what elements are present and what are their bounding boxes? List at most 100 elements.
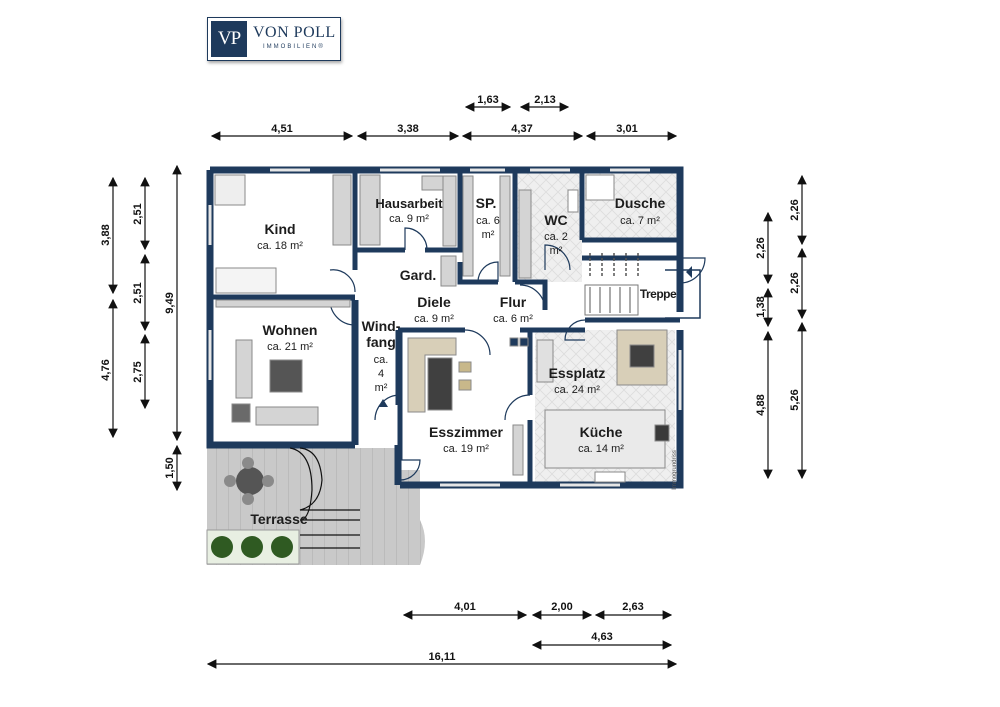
dim-label: 2,00 bbox=[551, 601, 572, 613]
shelf-sp-2 bbox=[499, 175, 511, 277]
windows bbox=[208, 168, 682, 487]
room-hausarbeit-area: ca. 9 m² bbox=[389, 213, 429, 225]
room-flur-name: Flur bbox=[500, 294, 527, 310]
kitchen-island bbox=[544, 409, 666, 469]
sofa-bottom bbox=[255, 406, 319, 426]
dim-label: 2,26 bbox=[789, 199, 801, 220]
sink bbox=[594, 471, 626, 483]
dim-label: 2,26 bbox=[755, 237, 767, 258]
sofa-left bbox=[235, 339, 253, 399]
armchair bbox=[231, 403, 251, 423]
dim-label: 4,01 bbox=[454, 601, 475, 613]
room-essplatz-name: Essplatz bbox=[549, 365, 606, 381]
terrace-details bbox=[206, 447, 360, 565]
dim-label: 2,51 bbox=[132, 282, 144, 303]
room-hausarbeit-name: Hausarbeit bbox=[375, 196, 443, 211]
dim-label: 4,76 bbox=[100, 359, 112, 380]
dim-label: 4,88 bbox=[755, 394, 767, 415]
room-kind-area: ca. 18 m² bbox=[257, 240, 303, 252]
dining-table bbox=[427, 357, 453, 411]
room-kueche-name: Küche bbox=[580, 424, 623, 440]
room-windfang-area-2: 4 bbox=[378, 368, 384, 380]
shelf-sp bbox=[462, 175, 474, 277]
room-windfang-area: ca. bbox=[374, 354, 389, 366]
plant-icon bbox=[271, 536, 293, 558]
chair bbox=[458, 361, 472, 373]
kitchen-counter bbox=[536, 339, 554, 383]
room-windfang-area-3: m² bbox=[375, 382, 388, 394]
room-kueche-area: ca. 14 m² bbox=[578, 443, 624, 455]
pillar bbox=[509, 337, 519, 347]
desk-kind bbox=[214, 174, 246, 206]
dim-label: 16,11 bbox=[429, 651, 456, 663]
dim-label: 1,63 bbox=[477, 94, 498, 106]
bed bbox=[215, 267, 277, 294]
dim-label: 3,88 bbox=[100, 224, 112, 245]
dim-label: 2,13 bbox=[534, 94, 555, 106]
room-windfang-name-2: fang bbox=[366, 334, 396, 350]
shelf-wohnen bbox=[215, 299, 351, 308]
room-essplatz-area: ca. 24 m² bbox=[554, 384, 600, 396]
room-gard-name: Gard. bbox=[400, 267, 437, 283]
wardrobe-kind bbox=[332, 174, 352, 246]
terrace-table bbox=[236, 467, 264, 495]
room-diele-area: ca. 9 m² bbox=[414, 313, 454, 325]
dim-label: 2,75 bbox=[132, 361, 144, 382]
dim-label: 5,26 bbox=[789, 389, 801, 410]
room-wohnen-area: ca. 21 m² bbox=[267, 341, 313, 353]
dim-label: 4,51 bbox=[271, 123, 292, 135]
watermark: Immogrundriss bbox=[672, 450, 678, 490]
logo-name: VON POLL bbox=[253, 24, 336, 41]
room-treppe-name: Treppe bbox=[640, 287, 677, 301]
room-flur-area: ca. 6 m² bbox=[493, 313, 533, 325]
entrance-arrow-icon bbox=[686, 266, 692, 278]
room-wc-area: ca. 2 bbox=[544, 231, 568, 243]
room-wc-area-unit: m² bbox=[550, 245, 563, 257]
dim-label: 1,38 bbox=[755, 296, 767, 317]
room-kind-name: Kind bbox=[264, 221, 295, 237]
logo-subtitle: IMMOBILIEN® bbox=[263, 44, 325, 50]
toilet bbox=[567, 189, 579, 213]
dimension-labels: 1,63 2,13 4,51 3,38 4,37 3,01 3,88 4,76 … bbox=[100, 94, 801, 663]
stove bbox=[654, 424, 670, 442]
room-dusche-area: ca. 7 m² bbox=[620, 215, 660, 227]
essplatz-table bbox=[629, 344, 655, 368]
room-esszimmer-area: ca. 19 m² bbox=[443, 443, 489, 455]
shelf-wc bbox=[518, 189, 532, 279]
dim-label: 4,37 bbox=[511, 123, 532, 135]
room-windfang-name: Wind- bbox=[362, 318, 401, 334]
dim-label: 2,63 bbox=[622, 601, 643, 613]
room-sp-name: SP. bbox=[476, 195, 497, 211]
dim-label: 2,51 bbox=[132, 203, 144, 224]
coffee-table bbox=[269, 359, 303, 393]
brand-logo: VP VON POLL IMMOBILIEN® bbox=[207, 17, 341, 61]
room-dusche-name: Dusche bbox=[615, 195, 666, 211]
shower-tray bbox=[585, 174, 615, 201]
logo-mark: VP bbox=[211, 21, 247, 57]
dim-label: 4,63 bbox=[591, 631, 612, 643]
room-sp-area-unit: m² bbox=[482, 229, 495, 241]
dim-label: 3,38 bbox=[397, 123, 418, 135]
wardrobe-gard bbox=[440, 255, 457, 287]
room-terrasse-name: Terrasse bbox=[250, 511, 308, 527]
interior-walls bbox=[210, 172, 680, 485]
room-esszimmer-name: Esszimmer bbox=[429, 424, 503, 440]
dim-label: 2,26 bbox=[789, 272, 801, 293]
room-wohnen-name: Wohnen bbox=[263, 322, 318, 338]
dim-label: 3,01 bbox=[616, 123, 637, 135]
pillar-2 bbox=[519, 337, 529, 347]
furniture bbox=[214, 174, 670, 483]
staircase bbox=[378, 253, 701, 407]
dim-label: 9,49 bbox=[164, 292, 176, 313]
dimension-lines bbox=[108, 102, 807, 669]
room-labels: Kind ca. 18 m² Hausarbeit ca. 9 m² SP. c… bbox=[250, 195, 678, 527]
plant-icon bbox=[211, 536, 233, 558]
shelf-hausarbeit bbox=[359, 174, 381, 246]
shelf-hausarbeit-3 bbox=[442, 175, 457, 247]
chair-2 bbox=[458, 379, 472, 391]
room-sp-area: ca. 6 bbox=[476, 215, 500, 227]
dim-label: 1,50 bbox=[164, 457, 176, 478]
sideboard bbox=[512, 424, 524, 476]
entry-arrow-icon bbox=[378, 399, 388, 407]
